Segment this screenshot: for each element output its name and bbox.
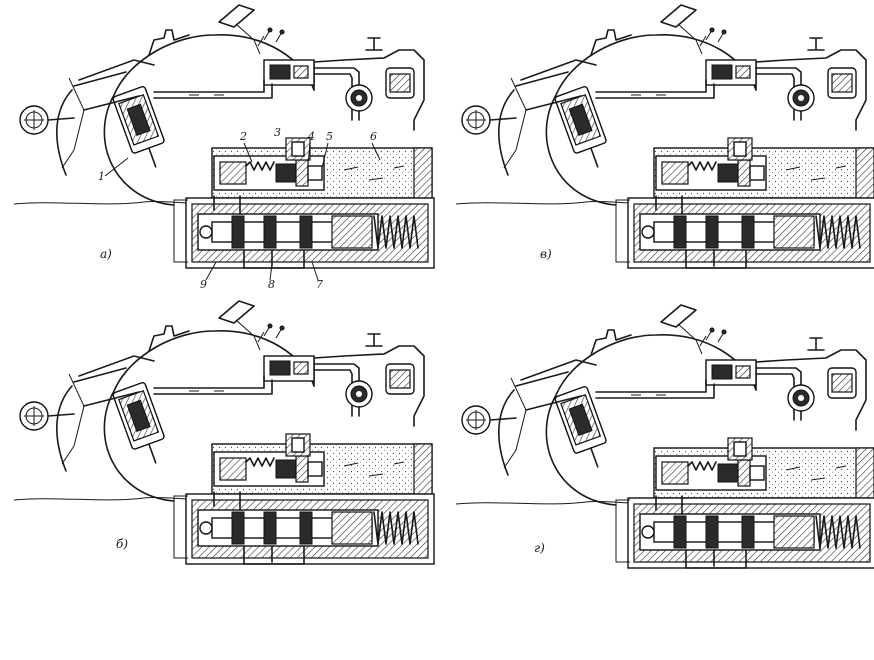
panel-g: г)	[455, 304, 874, 569]
part-label-2: 2	[239, 130, 247, 143]
part-label-5: 5	[326, 130, 333, 143]
part-label-4: 4	[307, 130, 315, 143]
panel-v: в)	[455, 4, 874, 269]
panel-b: б)	[13, 300, 435, 565]
caption-v: в)	[540, 247, 552, 261]
caption-a: а)	[100, 247, 112, 261]
part-label-7: 7	[316, 278, 323, 291]
panel-a: 1 2 3 4 5 6 7 8 9 а)	[13, 4, 435, 291]
part-labels-a: 1 2 3 4 5 6 7 8 9	[98, 126, 381, 291]
part-label-9: 9	[200, 278, 207, 291]
part-label-8: 8	[268, 278, 275, 291]
part-label-1: 1	[98, 170, 105, 183]
caption-g: г)	[534, 541, 545, 555]
part-label-3: 3	[274, 126, 281, 139]
part-label-6: 6	[370, 130, 377, 143]
caption-b: б)	[116, 537, 128, 551]
